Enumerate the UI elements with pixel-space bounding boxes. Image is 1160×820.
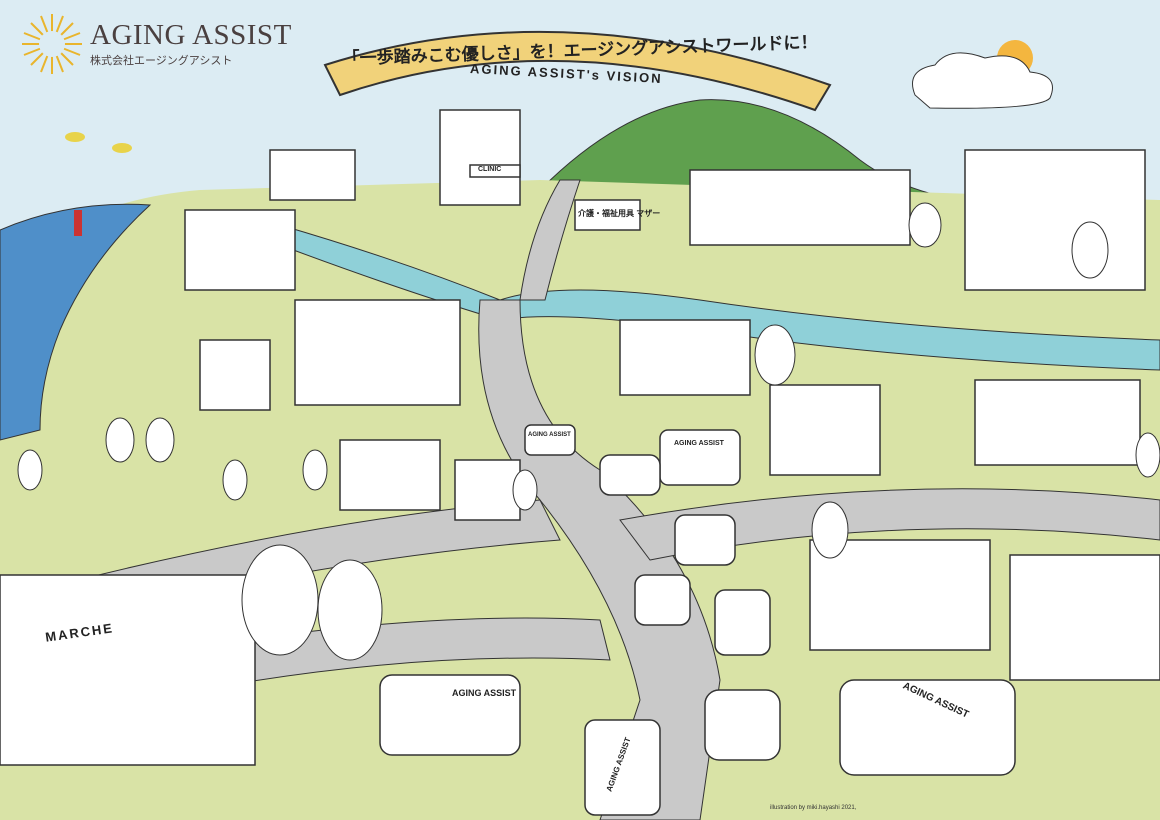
logo-subtitle: 株式会社エージングアシスト [90, 54, 233, 67]
house-center [619, 319, 751, 396]
garage-building [809, 539, 991, 651]
company-logo: AGING ASSIST 株式会社エージングアシスト [20, 14, 292, 74]
bird-icon [65, 132, 85, 142]
cafe-building [1009, 554, 1160, 681]
clinic-sign: CLINIC [478, 166, 502, 173]
tree [1071, 221, 1109, 279]
tree [145, 417, 175, 463]
car [634, 574, 691, 626]
right-road [619, 488, 1160, 561]
tree [317, 559, 383, 661]
house-top-left [269, 149, 356, 201]
care-shop-sign-text: 介護・福祉用具 マザー [578, 209, 661, 218]
aging-assist-van-mid [659, 429, 741, 486]
car [714, 589, 771, 656]
tree [512, 469, 538, 511]
tree [222, 459, 248, 501]
aging-assist-van-large [839, 679, 1016, 776]
tree [105, 417, 135, 463]
clinic-building [439, 109, 521, 206]
slogan-banner [323, 30, 832, 112]
cloud [912, 52, 1053, 109]
illustration-credit: illustration by miki.hayashi 2021, [770, 805, 857, 811]
van-label-mid: AGING ASSIST [674, 440, 724, 447]
house-mid-small [454, 459, 521, 521]
house-mid [339, 439, 441, 511]
aging-assist-bus [524, 424, 576, 456]
care-shop-sign [574, 199, 641, 231]
japanese-house [974, 379, 1141, 466]
house-left [184, 209, 296, 291]
lighthouse [74, 210, 82, 236]
bird-icon [112, 143, 132, 153]
tree [302, 449, 328, 491]
tree [241, 544, 319, 656]
tree [17, 449, 43, 491]
car [674, 514, 736, 566]
logo-title: AGING ASSIST [90, 18, 292, 51]
car [704, 689, 781, 761]
care-home [294, 299, 461, 406]
care-facility [689, 169, 911, 246]
aging-assist-van-front [584, 719, 661, 816]
sea [0, 203, 152, 441]
tree [908, 202, 942, 248]
car [599, 454, 661, 496]
marche-building [0, 574, 256, 766]
apartment [964, 149, 1146, 291]
bus-label: AGING ASSIST [528, 432, 571, 438]
house-right [769, 384, 881, 476]
tree [1135, 432, 1160, 478]
small-house [199, 339, 271, 411]
tree [811, 501, 849, 559]
van-label: AGING ASSIST [452, 688, 517, 698]
hill-road [519, 179, 581, 301]
tree [754, 324, 796, 386]
sunburst-icon [22, 14, 82, 74]
logo-sun-spacer [20, 14, 84, 74]
aging-assist-van [379, 674, 521, 756]
